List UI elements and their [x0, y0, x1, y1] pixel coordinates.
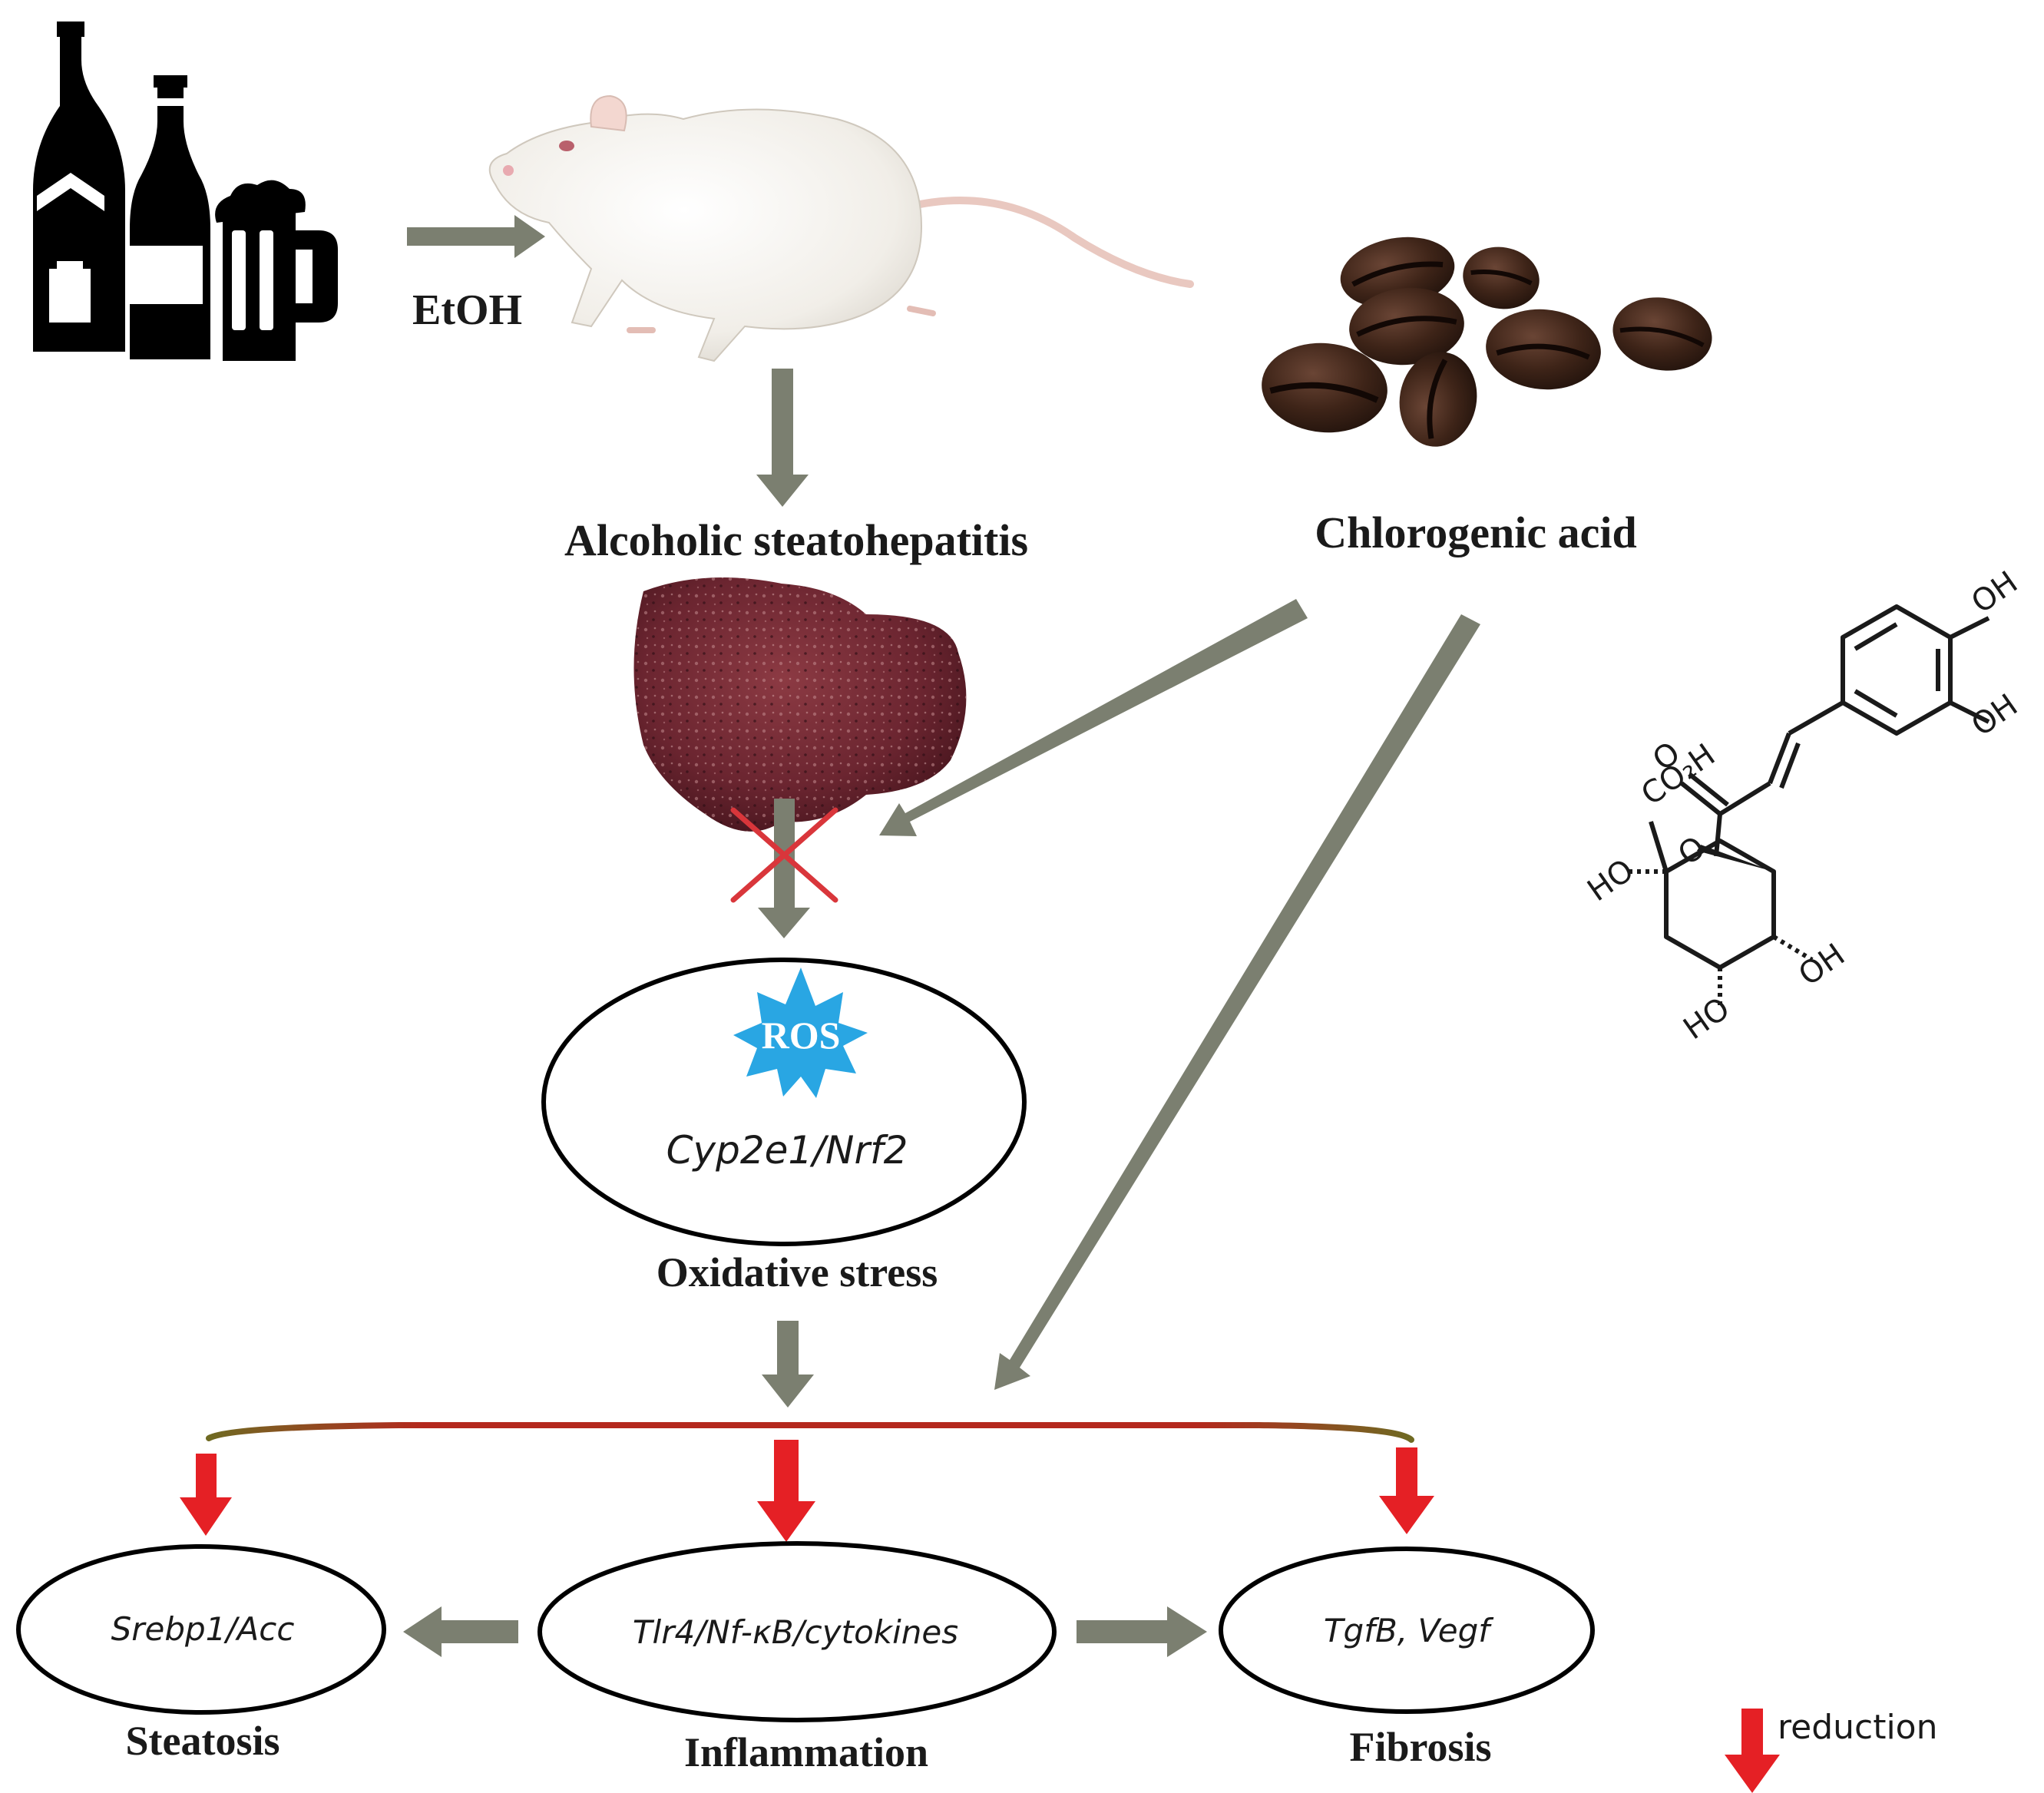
chlorogenic-acid-label: Chlorogenic acid	[1315, 508, 1636, 557]
oh-ring-label: OH	[1792, 937, 1851, 993]
oxidative-stress-ellipse	[541, 958, 1027, 1246]
liver-image	[633, 577, 967, 832]
alcohol-bottles-icon	[33, 22, 338, 361]
cga-arrow-to-effects	[994, 614, 1480, 1390]
arrow-inflammation-to-fibrosis	[1077, 1606, 1207, 1657]
etoh-label: EtOH	[412, 286, 522, 334]
reduction-arrow-inflammation	[757, 1440, 815, 1542]
arrow-to-bracket	[762, 1321, 814, 1408]
fibrosis-ellipse	[1219, 1547, 1595, 1714]
ros-label: ROS	[762, 1014, 841, 1057]
cyp2e1-nrf2-label: Cyp2e1/Nrf2	[666, 1128, 908, 1173]
rat-image	[488, 94, 1194, 362]
reduction-arrow-steatosis	[180, 1454, 232, 1536]
legend-reduction-label: reduction	[1778, 1708, 1937, 1747]
oh-mid-label: OH	[1965, 687, 2024, 743]
etoh-arrow	[407, 215, 545, 258]
alcoholic-steatohepatitis-label: Alcoholic steatohepatitis	[564, 515, 1028, 565]
oxidative-stress-label: Oxidative stress	[657, 1249, 938, 1295]
effects-bracket	[206, 1422, 1414, 1443]
cga-arrow-to-ros	[879, 599, 1308, 836]
ho-bottom-label: HO	[1677, 991, 1736, 1047]
ros-star-icon	[733, 968, 868, 1098]
arrow-inflammation-to-steatosis	[403, 1606, 518, 1657]
oh-top-label: OH	[1965, 564, 2024, 620]
steatosis-ellipse	[16, 1544, 386, 1715]
coffee-beans-image	[1262, 237, 1712, 447]
fibrosis-label: Fibrosis	[1349, 1724, 1491, 1770]
legend-reduction-arrow-icon	[1725, 1709, 1780, 1793]
srebp1-acc-label: Srebp1/Acc	[111, 1610, 295, 1648]
steatosis-label: Steatosis	[126, 1718, 280, 1764]
tlr4-nfkb-cytokines-label: Tlr4/Nf-κB/cytokines	[633, 1613, 958, 1651]
tgfb-vegf-label: TgfB, Vegf	[1324, 1612, 1494, 1649]
reduction-arrow-fibrosis	[1379, 1447, 1434, 1534]
inflammation-ellipse	[537, 1541, 1057, 1722]
ho-left-label: HO	[1581, 852, 1640, 908]
arrow-to-oxidative-stress	[758, 799, 810, 938]
inflammation-label: Inflammation	[684, 1729, 928, 1775]
chlorogenic-acid-atom-labels: OH OH CO₂H O O HO OH HO	[1581, 564, 2024, 1047]
arrow-to-steatohepatitis	[756, 369, 809, 507]
chlorogenic-acid-structure	[1628, 604, 1990, 1006]
inhibition-cross	[730, 807, 838, 903]
